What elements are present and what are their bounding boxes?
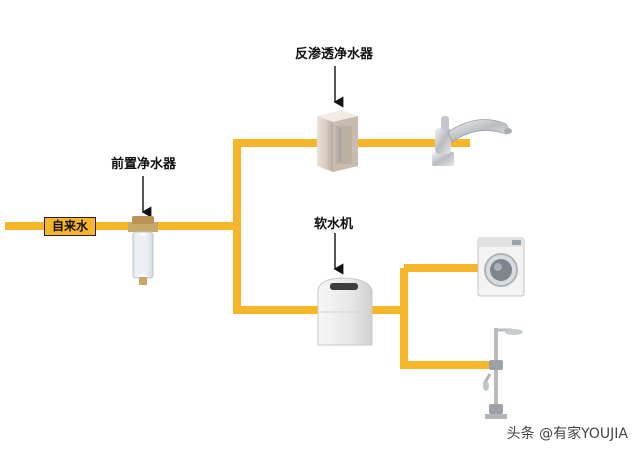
washing-machine-icon bbox=[477, 237, 525, 297]
ro-branch-pipe bbox=[233, 139, 470, 226]
washer-branch-pipe bbox=[400, 268, 490, 369]
pre-filter-label: 前置净水器 bbox=[111, 157, 177, 172]
tap-water-label: 自来水 bbox=[44, 217, 96, 236]
faucet-icon bbox=[432, 116, 512, 166]
ro-purifier-unit bbox=[317, 110, 358, 172]
arrows bbox=[141, 66, 344, 275]
softener-unit bbox=[317, 277, 373, 346]
pre-filter-unit bbox=[128, 216, 158, 285]
shower-icon bbox=[482, 328, 523, 419]
pipe-network bbox=[5, 139, 490, 369]
watermark: 头条 @有家YOUJIA bbox=[506, 426, 628, 442]
softener-label: 软水机 bbox=[314, 217, 354, 232]
ro-purifier-label: 反渗透净水器 bbox=[295, 47, 374, 62]
